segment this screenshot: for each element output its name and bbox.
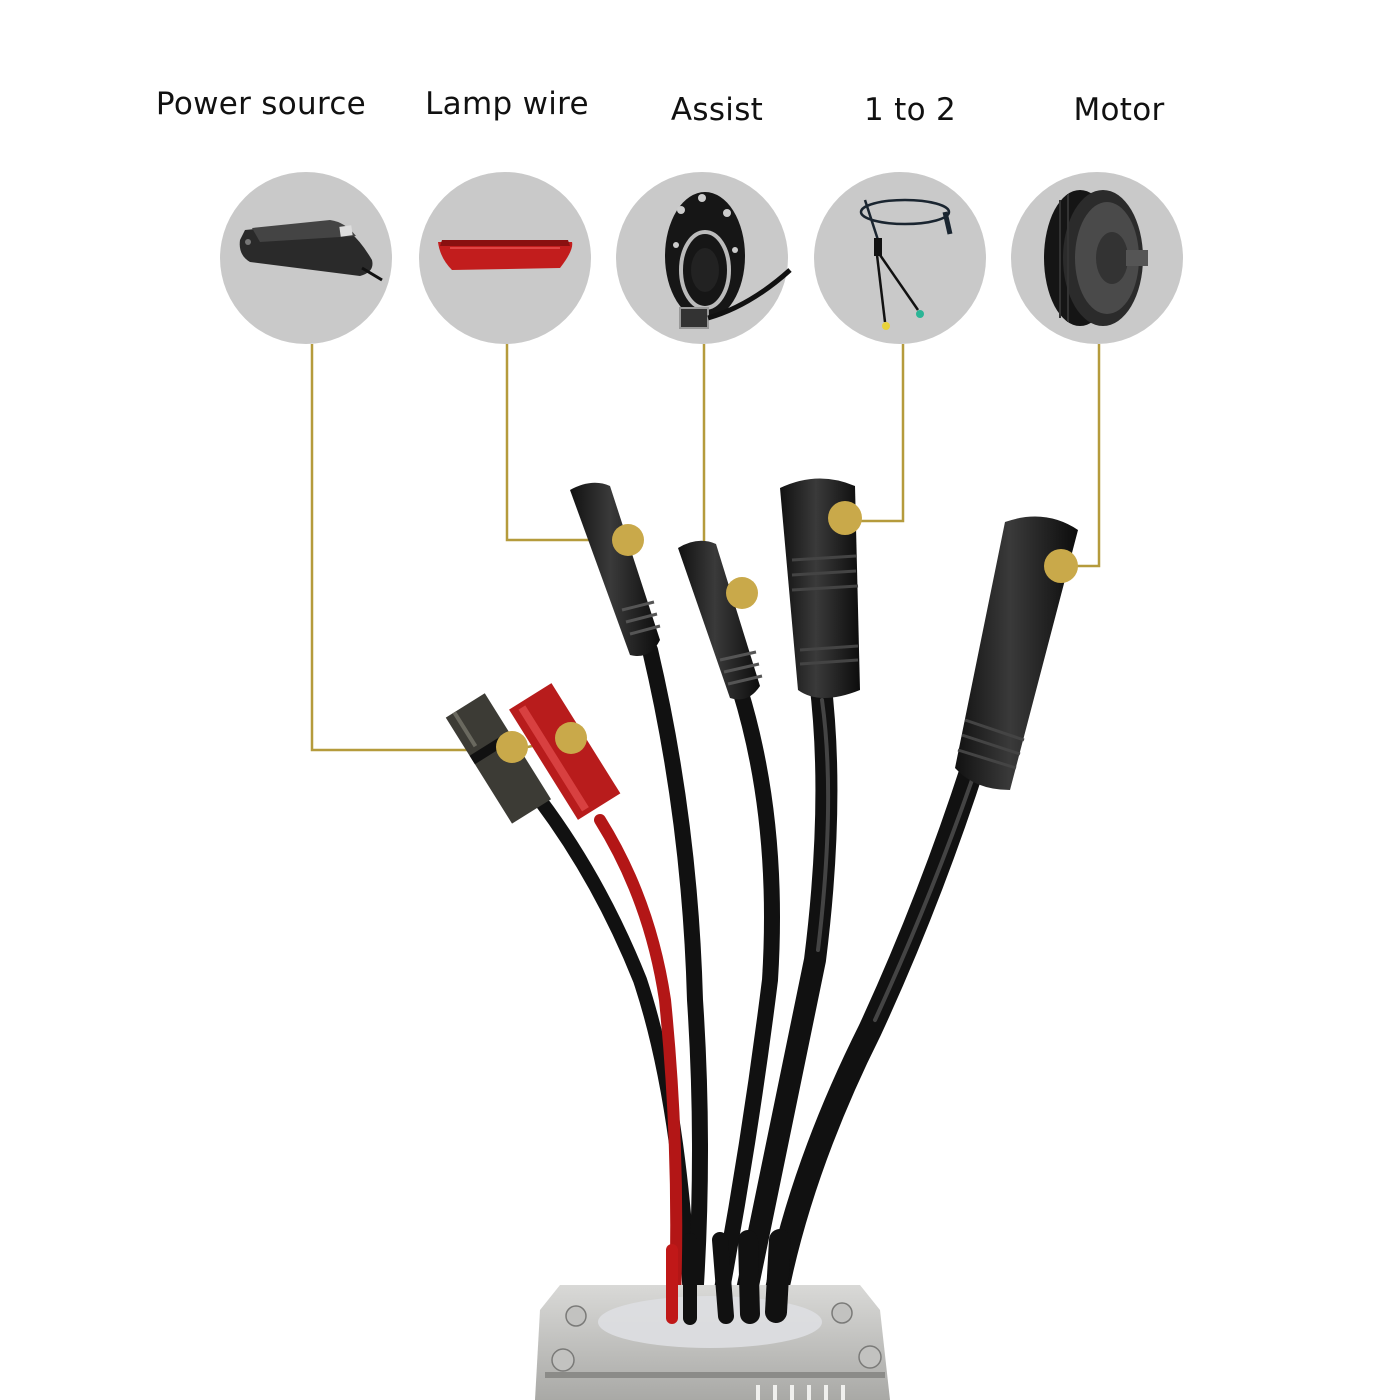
- callout-power-source: [310, 344, 572, 752]
- label-lamp-wire: Lamp wire: [425, 86, 589, 122]
- connector-lamp-wire: [570, 482, 661, 656]
- dot-motor: [1044, 549, 1078, 583]
- cable-seal: [598, 1296, 822, 1348]
- battery-pack-icon: [239, 220, 383, 282]
- red-lamp-icon: [438, 240, 573, 270]
- dot-power-source-red: [555, 722, 587, 754]
- callout-dots: [496, 501, 1078, 763]
- dot-power-source-black: [496, 731, 528, 763]
- dot-one-to-two: [828, 501, 862, 535]
- label-one-to-two: 1 to 2: [863, 92, 957, 128]
- cable-assist: [712, 682, 780, 1308]
- screws: [551, 1302, 882, 1372]
- label-power-source: Power source: [155, 86, 367, 122]
- circle-one-to-two: [814, 172, 986, 344]
- cables: [533, 642, 987, 1312]
- hub-motor-icon: [1044, 190, 1148, 326]
- controller-housing: [535, 1229, 890, 1400]
- connector-motor: [955, 516, 1078, 790]
- connector-power-source: [445, 683, 621, 824]
- callout-one-to-two: [845, 344, 905, 523]
- circle-assist: [616, 172, 792, 344]
- callout-lamp-wire: [505, 344, 628, 542]
- heatsink-fins: [756, 1385, 845, 1400]
- circle-lamp-wire: [419, 172, 591, 344]
- dot-assist: [726, 577, 758, 609]
- label-motor: Motor: [1073, 92, 1165, 128]
- cable-power-red: [594, 814, 683, 1306]
- cable-lamp: [642, 642, 708, 1308]
- label-assist: Assist: [670, 92, 764, 128]
- connector-assist: [678, 540, 763, 700]
- pas-sensor-disc-icon: [665, 192, 792, 329]
- cable-motor: [763, 748, 987, 1312]
- splitter-cable-icon: [859, 198, 953, 330]
- circle-motor: [1011, 172, 1183, 344]
- circle-power-source: [220, 172, 392, 344]
- anderson-black-housing: [445, 693, 552, 824]
- dot-lamp-wire: [612, 524, 644, 556]
